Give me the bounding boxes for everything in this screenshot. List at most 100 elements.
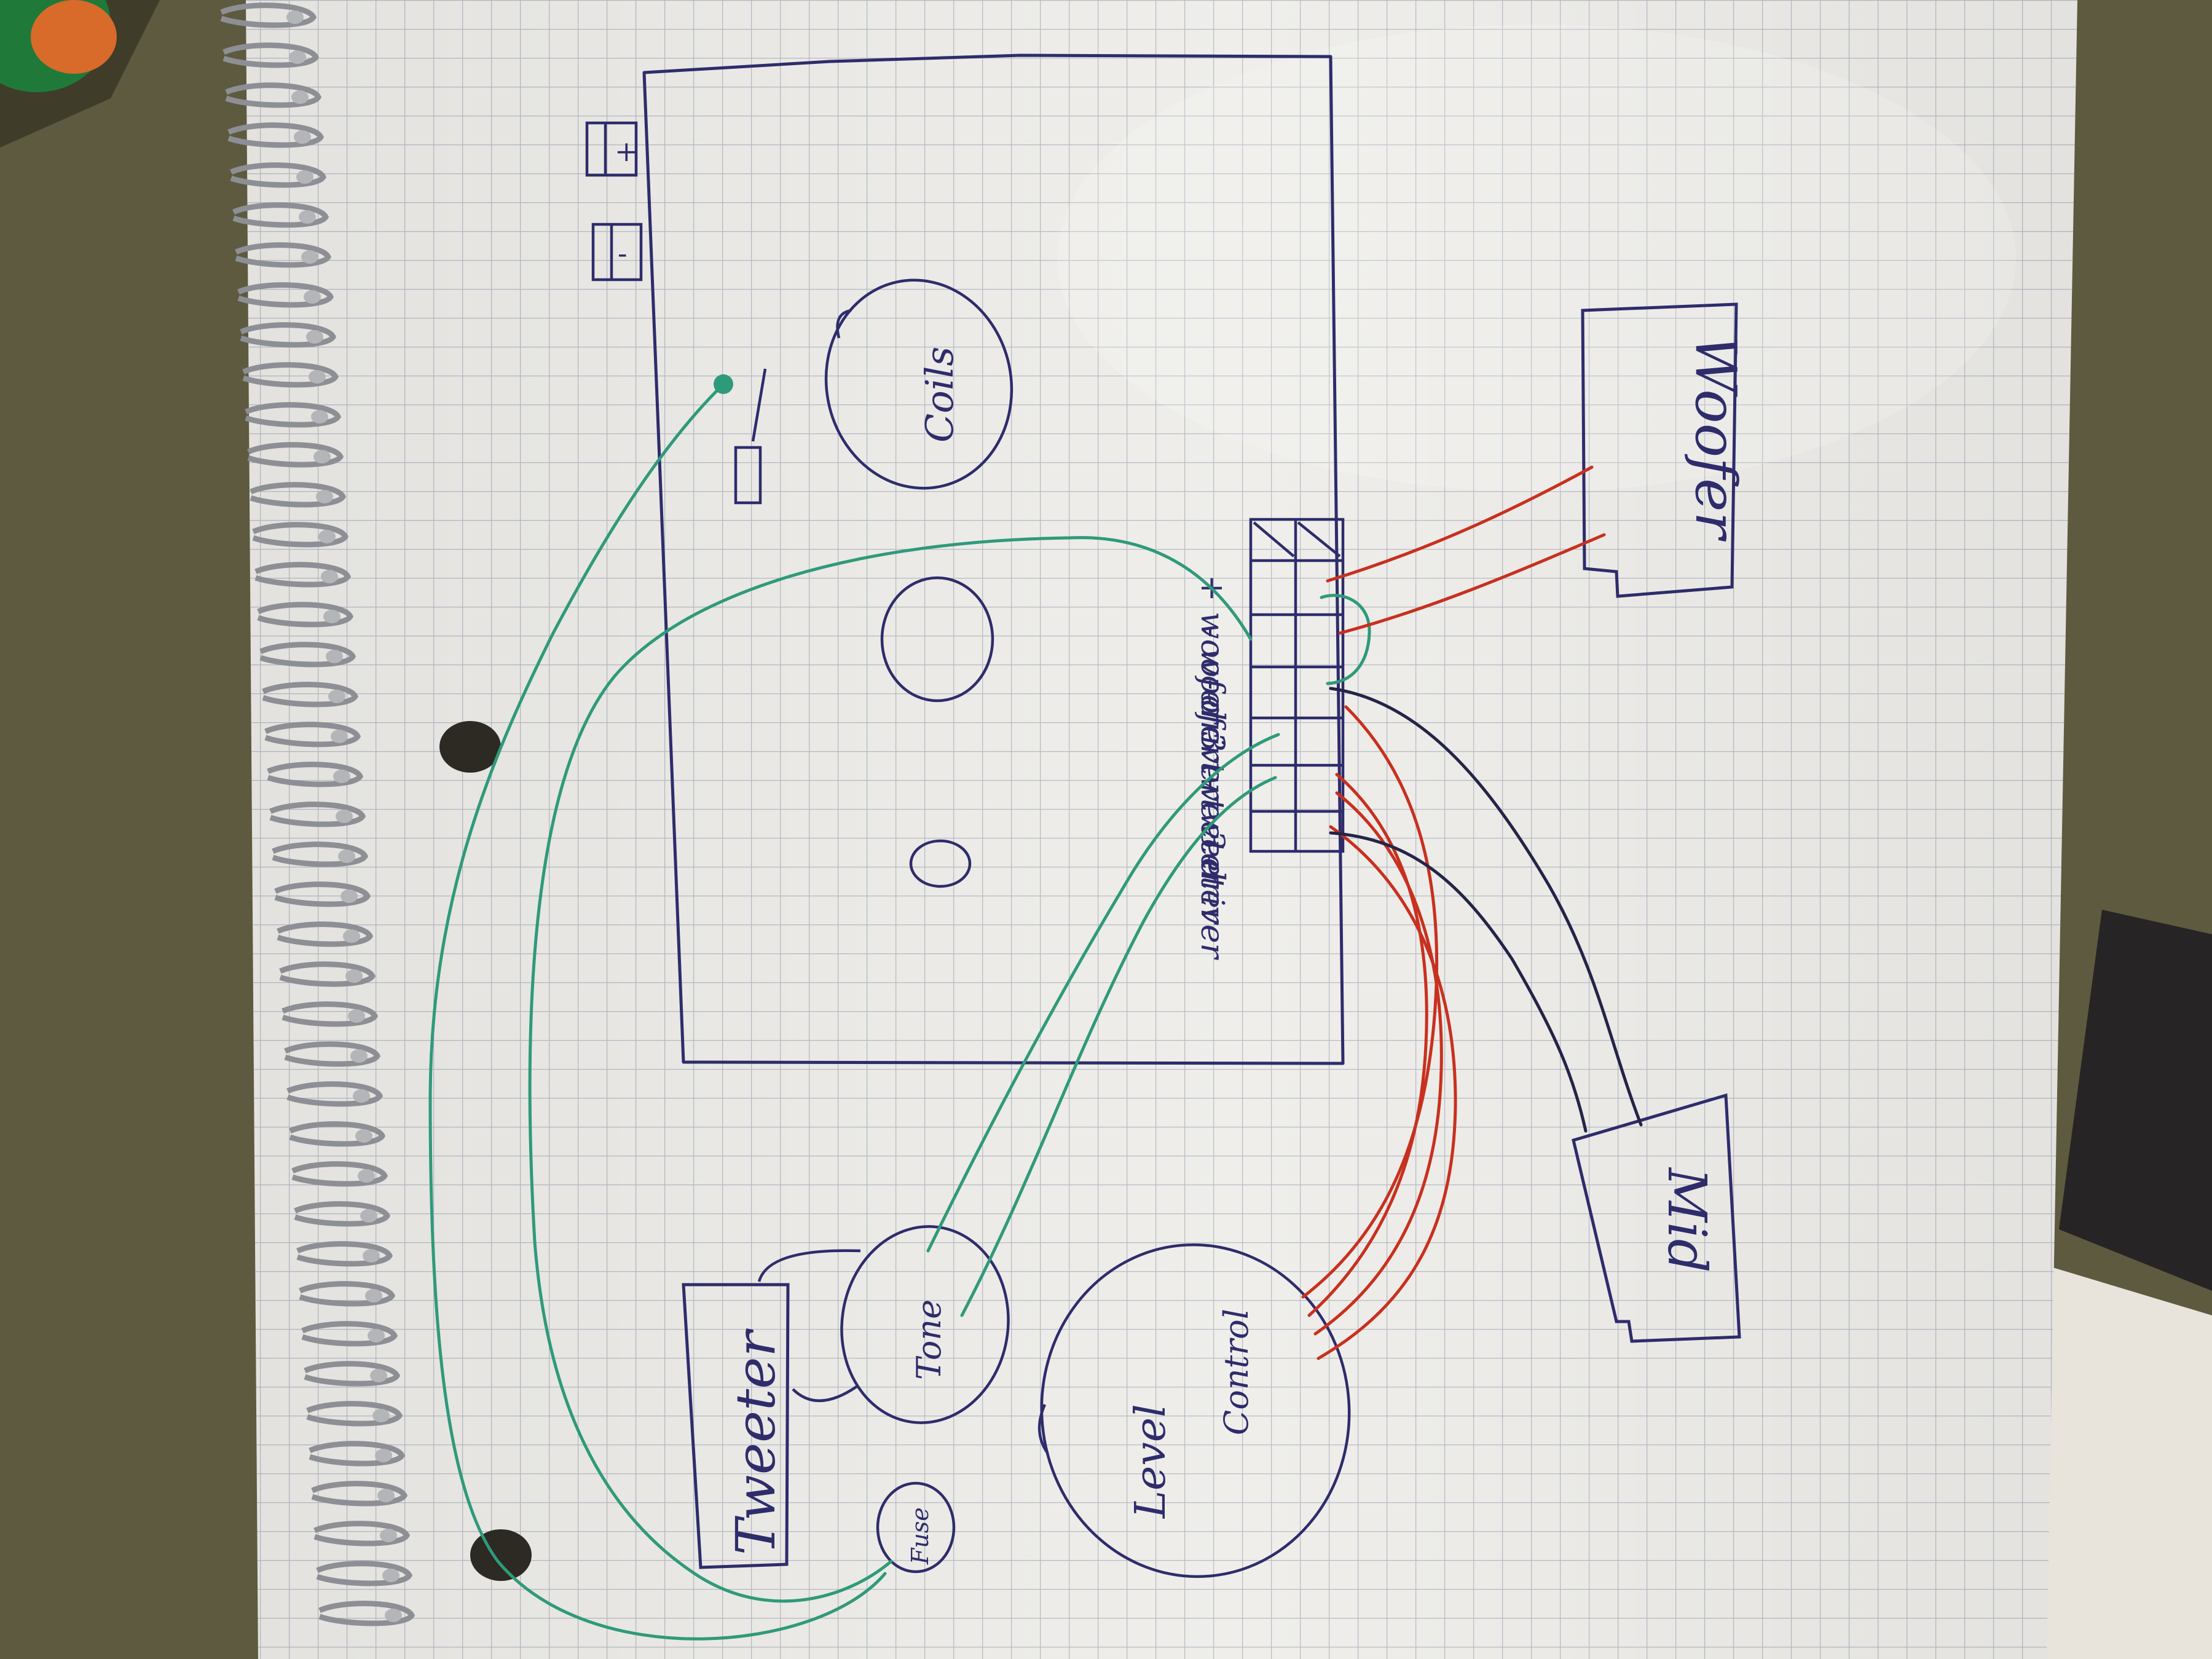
- spiral-hole: [368, 1329, 385, 1342]
- terminal-label-minus-tweeter: - tweeter: [1194, 778, 1230, 926]
- spiral-ring: [299, 1281, 396, 1307]
- spiral-ring: [281, 1001, 379, 1027]
- spiral-hole: [311, 410, 328, 424]
- fuse-component: [876, 1481, 956, 1574]
- spiral-hole: [316, 490, 333, 503]
- spiral-hole: [363, 1249, 380, 1263]
- spiral-ring: [274, 881, 371, 907]
- fuse-label: Fuse: [907, 1507, 934, 1565]
- spiral-ring: [267, 762, 364, 787]
- spiral-ring: [235, 242, 332, 268]
- spiral-hole: [353, 1089, 370, 1103]
- spiral-ring: [257, 602, 354, 628]
- board-parts: [734, 278, 1014, 888]
- spiral-hole: [309, 370, 326, 384]
- spiral-hole: [336, 810, 353, 823]
- spiral-ring: [301, 1321, 398, 1347]
- tone-label: Tone: [910, 1299, 948, 1380]
- green-wire-woofer-fuse: [528, 536, 1253, 1603]
- spiral-ring: [291, 1161, 388, 1187]
- spiral-hole: [372, 1409, 390, 1422]
- part-lead: [751, 368, 767, 442]
- spiral-ring: [252, 522, 349, 548]
- spiral-ring: [220, 2, 317, 28]
- spiral-hole: [304, 290, 321, 304]
- spiral-hole: [333, 770, 350, 783]
- level-control: [1037, 1243, 1351, 1578]
- spiral-ring: [311, 1481, 408, 1507]
- spiral-hole: [343, 929, 360, 943]
- minus-terminal-label: -: [618, 237, 628, 270]
- spiral-hole: [340, 889, 358, 903]
- capacitor-circle: [880, 576, 994, 703]
- spiral-hole: [296, 170, 313, 184]
- terminal-labels: + woofer - woofer - driver 3 tweeter - t…: [1194, 575, 1230, 961]
- mid-label: Mid: [1656, 1167, 1717, 1273]
- light-glare: [1057, 25, 2016, 492]
- spiral-ring: [225, 82, 322, 108]
- red-wire-level-1: [1301, 705, 1439, 1299]
- red-wire-level-3: [1313, 791, 1443, 1336]
- spiral-ring: [277, 921, 374, 947]
- spiral-hole: [321, 570, 338, 583]
- spiral-ring: [240, 322, 337, 348]
- spiral-ring: [284, 1041, 381, 1067]
- resistor-part: [734, 446, 762, 505]
- green-wire-loop: [1320, 594, 1371, 685]
- spiral-ring: [230, 162, 327, 188]
- level-label: Level: [1127, 1404, 1175, 1519]
- green-wire-tweeter-tone-2: [960, 776, 1277, 1317]
- spiral-ring: [286, 1081, 384, 1107]
- spiral-hole: [370, 1369, 387, 1382]
- spiral-hole: [380, 1529, 397, 1542]
- spiral-hole: [382, 1569, 399, 1582]
- spiral-hole: [377, 1489, 395, 1502]
- spiral-ring: [306, 1401, 403, 1427]
- tweeter-box: [682, 1283, 790, 1569]
- spiral-ring: [262, 682, 359, 707]
- spiral-ring: [272, 841, 369, 867]
- spiral-hole: [358, 1169, 375, 1183]
- spiral-ring: [247, 442, 344, 468]
- small-circle: [909, 839, 972, 888]
- coils-label: Coils: [917, 347, 962, 443]
- punch-hole: [439, 721, 501, 773]
- spiral-ring: [245, 402, 342, 428]
- spiral-binding: [220, 2, 415, 1626]
- spiral-hole: [338, 849, 355, 863]
- spiral-ring: [264, 722, 361, 747]
- spiral-hole: [289, 50, 306, 64]
- spiral-ring: [294, 1201, 391, 1227]
- coils-mark: [836, 309, 852, 339]
- green-wire-tweeter-tone: [926, 733, 1280, 1253]
- spiral-hole: [318, 530, 336, 543]
- spiral-ring: [296, 1241, 393, 1267]
- red-wire-woofer-plus: [1326, 465, 1594, 583]
- spiral-ring: [318, 1601, 415, 1626]
- spiral-ring: [309, 1441, 406, 1467]
- spiral-hole: [365, 1289, 382, 1302]
- spiral-hole: [331, 730, 348, 743]
- spiral-hole: [326, 650, 343, 663]
- spiral-hole: [385, 1609, 402, 1622]
- spiral-hole: [360, 1209, 377, 1223]
- spiral-hole: [348, 1009, 365, 1023]
- spiral-hole: [345, 969, 363, 983]
- dark-wire-mid-2: [1329, 831, 1588, 1133]
- spiral-ring: [289, 1121, 386, 1147]
- dark-wire-mid-1: [1329, 687, 1643, 1127]
- red-wire-level-4: [1317, 825, 1457, 1360]
- input-terminals: [585, 121, 643, 282]
- dark-device: [2059, 910, 2212, 1291]
- spiral-hole: [286, 10, 304, 24]
- spiral-ring: [254, 562, 352, 588]
- mid-box: [1572, 1093, 1741, 1343]
- spiral-ring: [237, 282, 334, 308]
- crossover-board: [642, 53, 1345, 1065]
- spiral-hole: [355, 1129, 372, 1143]
- terminal-label-minus-driver: - driver: [1194, 679, 1230, 800]
- spiral-ring: [222, 42, 320, 68]
- red-wire-level-2: [1307, 773, 1428, 1317]
- red-wires: [1301, 465, 1606, 1360]
